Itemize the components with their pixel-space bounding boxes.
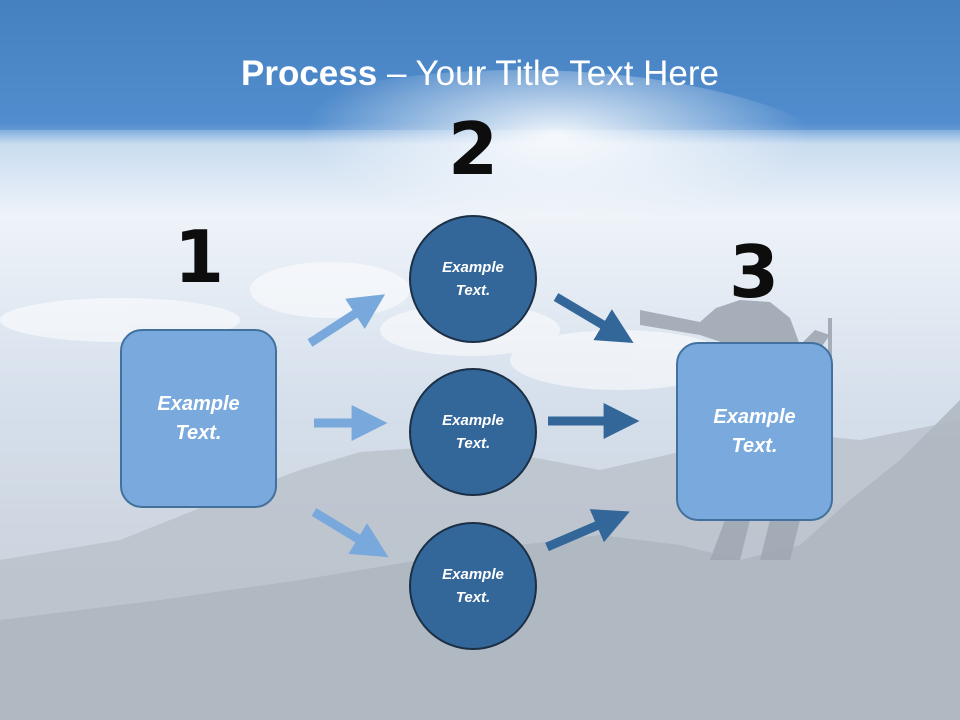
slide-title: Process – Your Title Text Here: [0, 52, 960, 96]
step-1-box: Example Text.: [120, 329, 277, 508]
step-2-circle-2-text: Example Text.: [442, 412, 504, 452]
step-1-text: Example Text.: [157, 392, 240, 444]
step-2-circle-3-text: Example Text.: [442, 566, 504, 606]
step-2-circle-1-text: Example Text.: [442, 259, 504, 299]
step-3-number: 3: [728, 230, 780, 314]
step-2-circle-1: Example Text.: [409, 215, 537, 343]
step-2-circle-3: Example Text.: [409, 522, 537, 650]
step-1-number: 1: [173, 215, 225, 299]
step-3-box: Example Text.: [676, 342, 833, 521]
title-rest: – Your Title Text Here: [377, 54, 719, 93]
step-2-circle-2: Example Text.: [409, 368, 537, 496]
title-bold: Process: [241, 54, 378, 93]
step-2-number: 2: [447, 107, 499, 191]
step-3-text: Example Text.: [713, 405, 796, 457]
